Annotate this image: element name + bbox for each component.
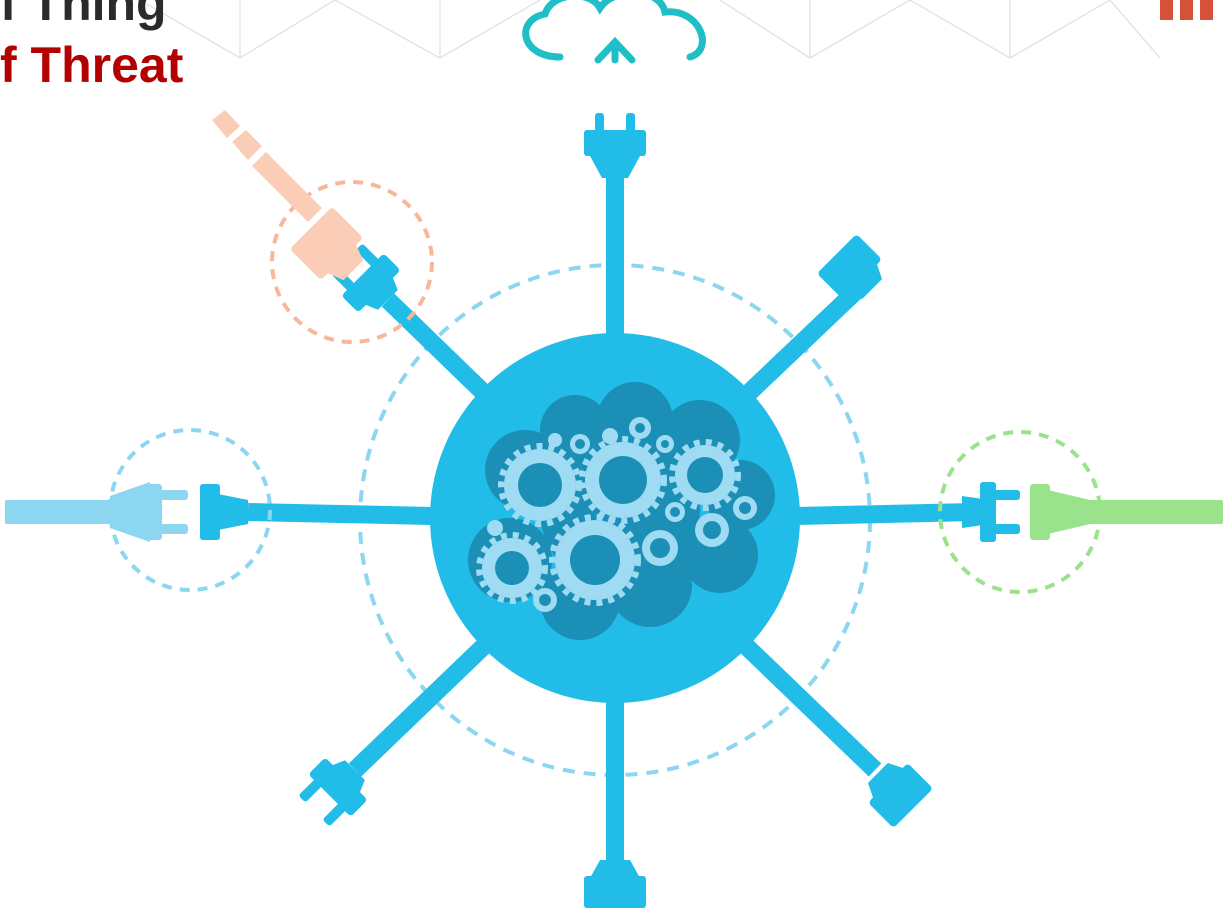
power-plug-icon-top [584,113,646,178]
power-plug-icon-left [200,484,248,540]
background-lines [140,0,1160,58]
cloud-upload-icon [526,0,703,60]
green-plug-icon [1030,484,1223,540]
power-plug-icon-bottom [584,860,646,908]
brand-logo-icon [1160,0,1213,20]
title-line-2: f Threat [0,40,183,90]
power-plug-icon-right [962,482,1020,542]
light-blue-plug-icon [5,482,188,542]
threat-plug-icon [212,110,374,291]
title-line-1: f Thing [0,0,167,28]
slide-title: f Thing f Threat [0,0,240,100]
